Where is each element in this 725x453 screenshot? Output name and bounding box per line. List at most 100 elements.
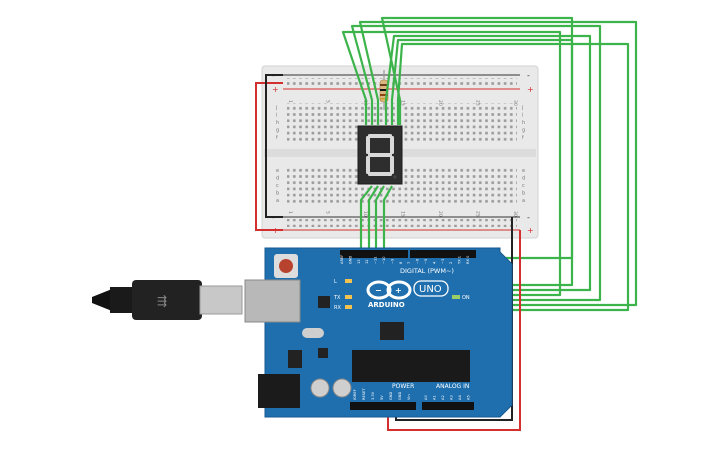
rail-plus-label: + bbox=[272, 85, 279, 94]
pin-label: AREF bbox=[340, 255, 344, 264]
rail-minus-label-right: - bbox=[527, 71, 530, 80]
voltage-regulator bbox=[380, 322, 404, 340]
row-letter-i: i bbox=[276, 113, 277, 119]
header-digital-low bbox=[410, 250, 476, 258]
usb-chip bbox=[318, 296, 330, 308]
segment-c bbox=[390, 156, 394, 174]
atmega-chip bbox=[352, 350, 470, 382]
crystal bbox=[302, 328, 324, 338]
row-letter-d: d bbox=[276, 176, 279, 182]
analog-pin-label: A5 bbox=[467, 395, 471, 400]
led-label-rx: RX bbox=[334, 305, 341, 311]
power-jack bbox=[258, 374, 300, 408]
pin-label: 4 bbox=[432, 261, 436, 264]
power-pin-label: 5V bbox=[380, 395, 384, 400]
row-letter-e: e bbox=[276, 168, 279, 174]
rail-minus-label-bottom-right: - bbox=[527, 213, 530, 222]
wire-segment-d bbox=[382, 185, 393, 255]
capacitor-1 bbox=[310, 378, 330, 398]
pin-label: ~10 bbox=[382, 256, 386, 264]
top-power-rail[interactable] bbox=[287, 78, 517, 86]
svg-text:+: + bbox=[395, 286, 402, 295]
wire-segment-c bbox=[374, 185, 385, 255]
led-label-l: L bbox=[334, 279, 337, 285]
segment-g bbox=[368, 153, 392, 157]
decimal-point bbox=[393, 175, 397, 179]
header-analog bbox=[422, 402, 474, 410]
pin-label: 7 bbox=[407, 262, 411, 264]
wire-segment-b bbox=[367, 185, 379, 255]
column-number-top: 20 bbox=[437, 100, 443, 106]
wire-5v bbox=[255, 82, 283, 231]
digital-label: DIGITAL (PWM~) bbox=[400, 267, 454, 275]
bottom-power-rail[interactable] bbox=[287, 219, 517, 227]
pin-label: 8 bbox=[399, 261, 403, 264]
on-label: ON bbox=[462, 295, 470, 301]
column-number-top: 1 bbox=[287, 100, 293, 103]
wire-gnd-left bbox=[265, 74, 283, 218]
pin-label: ~3 bbox=[441, 259, 445, 264]
column-number-bottom: 1 bbox=[287, 211, 293, 214]
small-chip bbox=[318, 348, 328, 358]
segment-b bbox=[390, 136, 394, 154]
column-number-top: 30 bbox=[512, 100, 518, 106]
pin-label: 13 bbox=[357, 259, 361, 264]
analog-pin-label: A4 bbox=[458, 395, 462, 400]
row-letter-b: b bbox=[276, 191, 279, 197]
row-letter-right-h: h bbox=[522, 120, 525, 126]
segment-e bbox=[366, 156, 370, 174]
arduino-model: UNO bbox=[419, 284, 442, 295]
column-number-bottom: 10 bbox=[362, 211, 368, 217]
column-number-top: 25 bbox=[475, 100, 481, 106]
analog-pin-label: A2 bbox=[441, 395, 445, 400]
power-pin-label: GND bbox=[398, 392, 402, 400]
row-letter-right-a: a bbox=[522, 198, 525, 204]
row-letter-right-i: i bbox=[522, 113, 523, 119]
regulator-small bbox=[288, 350, 302, 368]
rail-plus-label-bottom-right: + bbox=[527, 226, 534, 235]
column-number-bottom: 5 bbox=[325, 211, 331, 214]
usb-jack bbox=[244, 279, 301, 323]
segment-d bbox=[368, 172, 392, 176]
pin-label: ~6 bbox=[416, 258, 420, 264]
column-number-top: 5 bbox=[325, 100, 331, 103]
pin-label: 2 bbox=[449, 262, 453, 264]
power-pin-label: 3.3V bbox=[371, 391, 375, 400]
column-number-bottom: 30 bbox=[512, 211, 518, 217]
segment-a bbox=[368, 134, 392, 138]
row-letter-right-g: g bbox=[522, 128, 525, 134]
pin-label: RX 0 bbox=[466, 255, 470, 264]
seven-segment-display[interactable] bbox=[357, 125, 403, 185]
power-label: POWER bbox=[392, 383, 414, 390]
column-number-bottom: 15 bbox=[400, 211, 406, 217]
analog-pin-label: A0 bbox=[424, 395, 428, 400]
header-power bbox=[350, 402, 416, 410]
segment-f bbox=[366, 136, 370, 154]
row-letter-right-d: d bbox=[522, 176, 525, 182]
row-letter-f: f bbox=[276, 135, 278, 141]
wire-segment-a bbox=[359, 185, 373, 255]
row-letter-right-f: f bbox=[522, 135, 524, 141]
power-pin-label: GND bbox=[389, 392, 393, 400]
row-letter-c: c bbox=[276, 183, 279, 189]
row-letter-j: j bbox=[275, 105, 277, 111]
usb-icon: ⇶ bbox=[157, 294, 167, 308]
power-pin-label: RESET bbox=[362, 388, 366, 400]
pin-label: ~9 bbox=[390, 258, 394, 264]
led-label-tx: TX bbox=[333, 295, 341, 301]
power-pin-label: IOREF bbox=[353, 389, 357, 400]
pin-label: TX 1 bbox=[458, 256, 462, 265]
row-letter-right-b: b bbox=[522, 191, 525, 197]
svg-text:−: − bbox=[375, 286, 382, 295]
analog-label: ANALOG IN bbox=[436, 383, 469, 390]
arduino-logo: − + bbox=[366, 280, 412, 300]
usb-cable[interactable]: ⇶ bbox=[92, 280, 243, 320]
digit-segments bbox=[366, 134, 394, 176]
row-letter-g: g bbox=[276, 128, 279, 134]
